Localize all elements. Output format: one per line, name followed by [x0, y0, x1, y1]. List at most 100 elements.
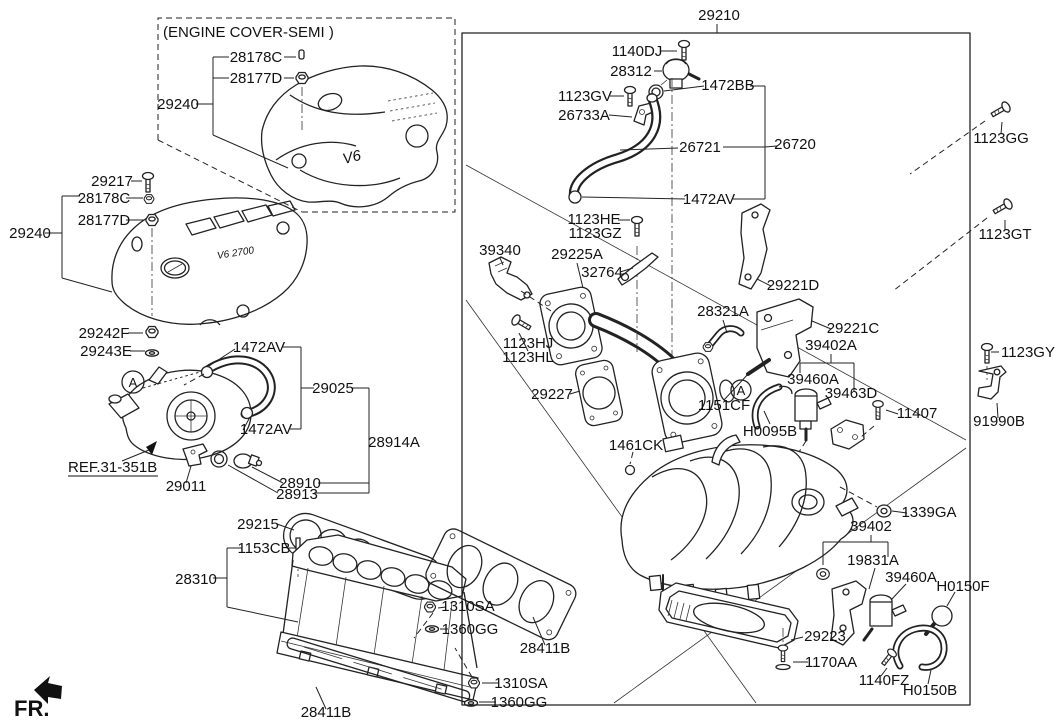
- bolt-1140dj: [677, 39, 691, 61]
- dashed-boundary: [157, 17, 456, 213]
- clamp-28913: [210, 450, 228, 468]
- part-label-enginecoversemi: (ENGINE COVER-SEMI ): [163, 24, 334, 41]
- part-label-39402: 39402: [850, 518, 892, 535]
- part-label-h0150b: H0150B: [903, 682, 957, 699]
- part-label-29025: 29025: [312, 380, 354, 397]
- part-label-1170aa: 1170AA: [805, 654, 857, 671]
- bolt-1123hj: [509, 312, 534, 334]
- part-label-91990b: 91990B: [973, 413, 1025, 430]
- nut-29242f: [145, 325, 159, 339]
- hose-29025-group: [183, 355, 276, 420]
- nut-28177d: [145, 213, 159, 227]
- engine-cover-group: V6 2700: [111, 171, 308, 357]
- part-label-26720: 26720: [774, 136, 816, 153]
- callout-markers: [121, 370, 752, 401]
- gasket-28411b-right-group: [413, 528, 577, 707]
- part-label-1310sa: 1310SA: [494, 675, 547, 692]
- fr-direction-arrow-icon: [34, 676, 62, 704]
- part-label-a: A: [737, 383, 746, 398]
- clamp-1472av-upper: [200, 365, 214, 379]
- part-label-1472bb: 1472BB: [701, 77, 754, 94]
- part-label-28914a: 28914A: [368, 434, 420, 451]
- sensor-39340: [488, 256, 533, 301]
- part-label-29221d: 29221D: [767, 277, 820, 294]
- part-label-h0150f: H0150F: [936, 578, 989, 595]
- part-label-a: A: [129, 375, 138, 390]
- part-label-1153cb: 1153CB: [237, 540, 290, 557]
- part-label-39402a: 39402A: [805, 337, 857, 354]
- construction-lines: [465, 164, 967, 704]
- engine-cover-semi-group: V6: [157, 17, 456, 213]
- part-label-29242f: 29242F: [79, 325, 130, 342]
- assembly-box-29210: [461, 32, 971, 706]
- grommet-39402: [816, 568, 830, 580]
- part-label-29217: 29217: [91, 173, 133, 190]
- part-label-1123he: 1123HE: [567, 211, 620, 228]
- right-bolts-group: [892, 99, 1015, 400]
- part-label-1339ga: 1339GA: [901, 504, 956, 521]
- hose-26720-group: [568, 39, 701, 356]
- part-label-39340: 39340: [479, 242, 521, 259]
- bracket-39463d: [830, 419, 865, 450]
- part-label-1123hj: 1123HJ: [503, 335, 554, 352]
- part-label-28910: 28910: [279, 475, 321, 492]
- part-label-1472av: 1472AV: [683, 191, 735, 208]
- callout-a-marker-left: [121, 370, 145, 394]
- part-label-1310sa: 1310SA: [441, 598, 494, 615]
- gasket-28411b-left-group: [286, 637, 471, 703]
- part-label-1360gg: 1360GG: [491, 694, 548, 711]
- screw-11407: [872, 400, 884, 420]
- washer-29243e: [144, 349, 160, 357]
- brand-logo-oval: [160, 257, 190, 279]
- part-label-39460a: 39460A: [787, 371, 839, 388]
- part-label-29227: 29227: [531, 386, 573, 403]
- part-label-19831a: 19831A: [847, 552, 899, 569]
- bolt-1123gv: [623, 85, 637, 107]
- bolt-1123gt: [990, 196, 1015, 218]
- nut-28178c: [143, 194, 155, 204]
- nut-1310sa-lower: [468, 677, 480, 689]
- part-label-11407: 11407: [897, 405, 938, 422]
- part-label-28913: 28913: [276, 486, 318, 503]
- part-label-29243e: 29243E: [80, 343, 132, 360]
- part-label-29221c: 29221C: [827, 320, 880, 337]
- clamp-1472av-hose: [568, 190, 582, 204]
- bolt-29217: [141, 171, 155, 193]
- part-label-28177d: 28177D: [230, 70, 283, 87]
- part-label-1461ck: 1461CK: [609, 437, 663, 454]
- brackets-group: [738, 203, 884, 453]
- fitting-28321a: [702, 342, 714, 352]
- part-label-1360gg: 1360GG: [442, 621, 499, 638]
- ref-arrowhead: [146, 441, 157, 455]
- part-label-28178c: 28178C: [78, 190, 131, 207]
- nut-28177d: [295, 71, 309, 85]
- part-label-1123gv: 1123GV: [558, 88, 612, 105]
- part-label-29225a: 29225A: [551, 246, 603, 263]
- part-label-28312: 28312: [610, 63, 652, 80]
- part-label-29215: 29215: [237, 516, 279, 533]
- part-label-29223: 29223: [804, 628, 846, 645]
- bolt-1170aa: [777, 644, 789, 663]
- engine-cover-semi: [260, 65, 448, 208]
- stud-28178c: [298, 49, 305, 60]
- part-label-28411b: 28411B: [301, 704, 352, 721]
- part-label-39460a: 39460A: [885, 569, 937, 586]
- washer-1360gg-upper: [424, 625, 440, 633]
- engine-cover-semi-badge: V6: [341, 147, 364, 168]
- part-label-1123gt: 1123GT: [978, 226, 1031, 243]
- part-label-fr: FR.: [14, 696, 49, 721]
- cover-29223: [658, 582, 799, 649]
- part-label-39463d: 39463D: [825, 385, 878, 402]
- hose-h0150f: [931, 605, 953, 627]
- part-label-1472av: 1472AV: [240, 421, 292, 438]
- bottom-right-cluster: [658, 486, 953, 671]
- nut-1310sa-upper: [424, 601, 436, 613]
- part-label-1151cf: 1151CF: [698, 397, 750, 414]
- bracket-91990b: [977, 365, 1007, 400]
- oring-1461ck: [624, 464, 636, 476]
- part-label-32764: 32764: [581, 264, 623, 281]
- part-label-28177d: 28177D: [78, 212, 131, 229]
- part-label-29240: 29240: [157, 96, 199, 113]
- bracket-29221d: [738, 203, 771, 290]
